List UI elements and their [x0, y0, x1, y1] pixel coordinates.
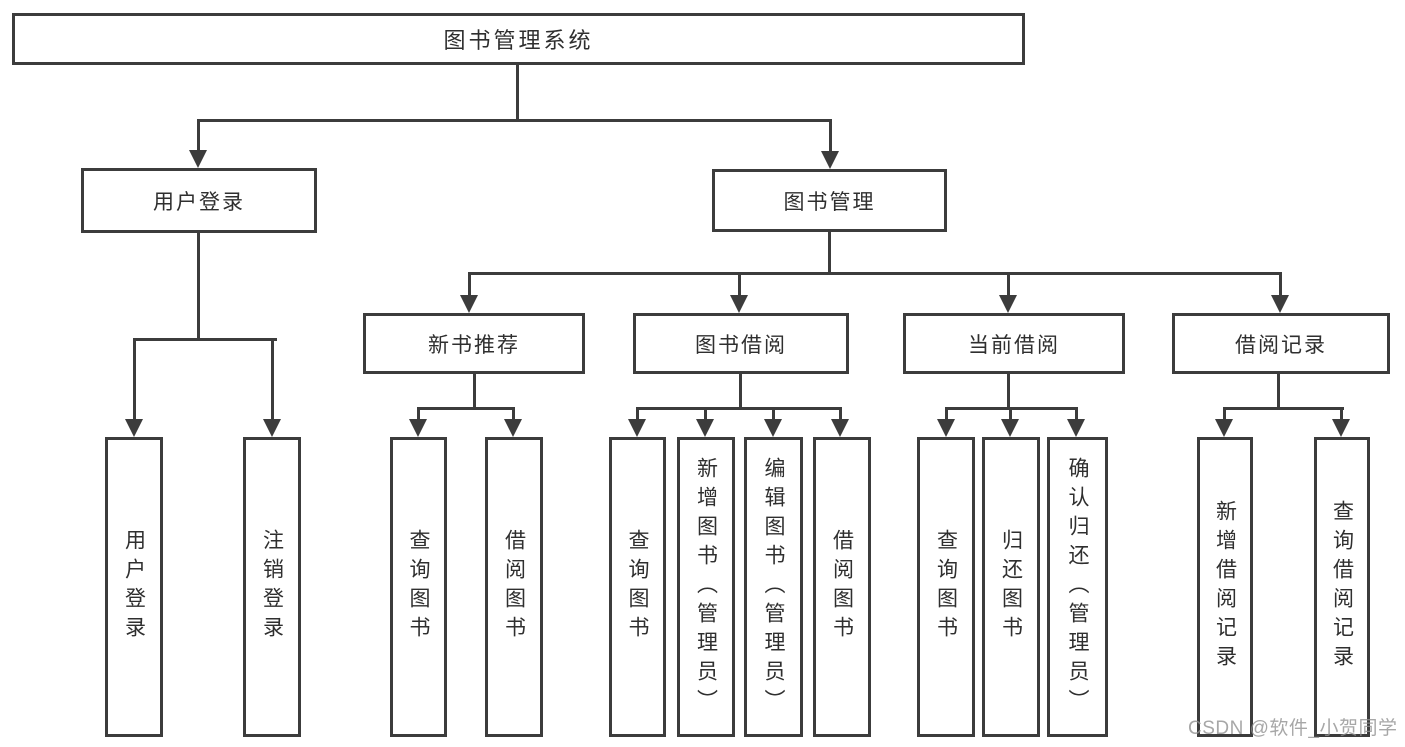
connector-line — [1223, 407, 1226, 419]
node-book-borrow-label: 图书借阅 — [695, 333, 787, 357]
arrow-down-icon — [937, 419, 955, 437]
leaf-borrow-query: 查询图书 — [609, 437, 666, 737]
connector-line — [512, 407, 515, 419]
node-borrow-record: 借阅记录 — [1172, 313, 1390, 374]
leaf-record-add: 新增借阅记录 — [1197, 437, 1253, 737]
arrow-down-icon — [831, 419, 849, 437]
arrow-down-icon — [696, 419, 714, 437]
arrow-down-icon — [821, 151, 839, 169]
connector-line — [636, 407, 842, 410]
connector-line — [516, 65, 519, 120]
connector-line — [133, 338, 277, 341]
node-new-book-label: 新书推荐 — [428, 333, 520, 357]
leaf-current-confirm-label: 确认归还（管理员） — [1066, 456, 1089, 718]
leaf-record-query: 查询借阅记录 — [1314, 437, 1370, 737]
node-user-login-label: 用户登录 — [153, 190, 245, 214]
connector-line — [417, 407, 420, 419]
connector-line — [473, 374, 476, 410]
arrow-down-icon — [628, 419, 646, 437]
connector-line — [704, 407, 707, 419]
leaf-current-confirm: 确认归还（管理员） — [1047, 437, 1108, 737]
leaf-borrow-edit: 编辑图书（管理员） — [744, 437, 803, 737]
node-borrow-record-label: 借阅记录 — [1235, 333, 1327, 357]
csdn-watermark: CSDN @软件_小贺同学 — [1188, 718, 1398, 739]
connector-line — [839, 407, 842, 419]
leaf-borrow-add-label: 新增图书（管理员） — [694, 456, 718, 718]
connector-line — [828, 232, 831, 275]
leaf-borrow-edit-label: 编辑图书（管理员） — [762, 456, 785, 718]
node-user-login: 用户登录 — [81, 168, 317, 233]
leaf-newbook-query: 查询图书 — [390, 437, 447, 737]
connector-line — [1223, 407, 1344, 410]
leaf-borrow-query-label: 查询图书 — [626, 529, 649, 645]
connector-line — [1340, 407, 1343, 419]
leaf-current-query: 查询图书 — [917, 437, 975, 737]
leaf-borrow-borrow-label: 借阅图书 — [830, 529, 854, 645]
node-root: 图书管理系统 — [12, 13, 1025, 65]
arrow-down-icon — [504, 419, 522, 437]
arrow-down-icon — [263, 419, 281, 437]
leaf-current-query-label: 查询图书 — [934, 529, 958, 645]
connector-line — [197, 233, 200, 338]
arrow-down-icon — [1332, 419, 1350, 437]
leaf-current-return-label: 归还图书 — [999, 529, 1023, 645]
connector-line — [1007, 374, 1010, 410]
node-root-label: 图书管理系统 — [443, 28, 594, 53]
arrow-down-icon — [125, 419, 143, 437]
leaf-newbook-query-label: 查询图书 — [407, 529, 430, 645]
arrow-down-icon — [1215, 419, 1233, 437]
connector-line — [133, 338, 136, 419]
connector-line — [772, 407, 775, 419]
leaf-record-add-label: 新增借阅记录 — [1213, 500, 1237, 674]
leaf-newbook-borrow: 借阅图书 — [485, 437, 543, 737]
connector-line — [1075, 407, 1078, 419]
connector-line — [417, 407, 515, 410]
connector-line — [468, 272, 471, 295]
connector-line — [739, 374, 742, 410]
connector-line — [829, 119, 832, 153]
connector-line — [1009, 407, 1012, 419]
node-book-borrow: 图书借阅 — [633, 313, 849, 374]
connector-line — [271, 338, 274, 419]
node-book-mgmt-label: 图书管理 — [783, 190, 876, 214]
leaf-borrow-add: 新增图书（管理员） — [677, 437, 735, 737]
leaf-newbook-borrow-label: 借阅图书 — [502, 529, 526, 645]
arrow-down-icon — [1271, 295, 1289, 313]
leaf-user-login: 用户登录 — [105, 437, 163, 737]
node-new-book: 新书推荐 — [363, 313, 585, 374]
node-book-mgmt: 图书管理 — [712, 169, 947, 232]
leaf-borrow-borrow: 借阅图书 — [813, 437, 871, 737]
leaf-current-return: 归还图书 — [982, 437, 1040, 737]
connector-line — [197, 119, 200, 152]
connector-line — [1007, 272, 1010, 295]
arrow-down-icon — [764, 419, 782, 437]
leaf-logout: 注销登录 — [243, 437, 301, 737]
arrow-down-icon — [730, 295, 748, 313]
leaf-user-login-label: 用户登录 — [122, 529, 146, 645]
arrow-down-icon — [1067, 419, 1085, 437]
node-current-borrow: 当前借阅 — [903, 313, 1125, 374]
connector-line — [945, 407, 948, 419]
connector-line — [1277, 374, 1280, 410]
connector-line — [636, 407, 639, 419]
connector-line — [1279, 272, 1282, 295]
arrow-down-icon — [460, 295, 478, 313]
leaf-record-query-label: 查询借阅记录 — [1330, 500, 1354, 674]
arrow-down-icon — [999, 295, 1017, 313]
arrow-down-icon — [1001, 419, 1019, 437]
connector-line — [468, 272, 1282, 275]
leaf-logout-label: 注销登录 — [260, 529, 284, 645]
arrow-down-icon — [189, 150, 207, 168]
connector-line — [197, 119, 832, 122]
connector-line — [738, 272, 741, 295]
arrow-down-icon — [409, 419, 427, 437]
node-current-borrow-label: 当前借阅 — [968, 333, 1060, 357]
